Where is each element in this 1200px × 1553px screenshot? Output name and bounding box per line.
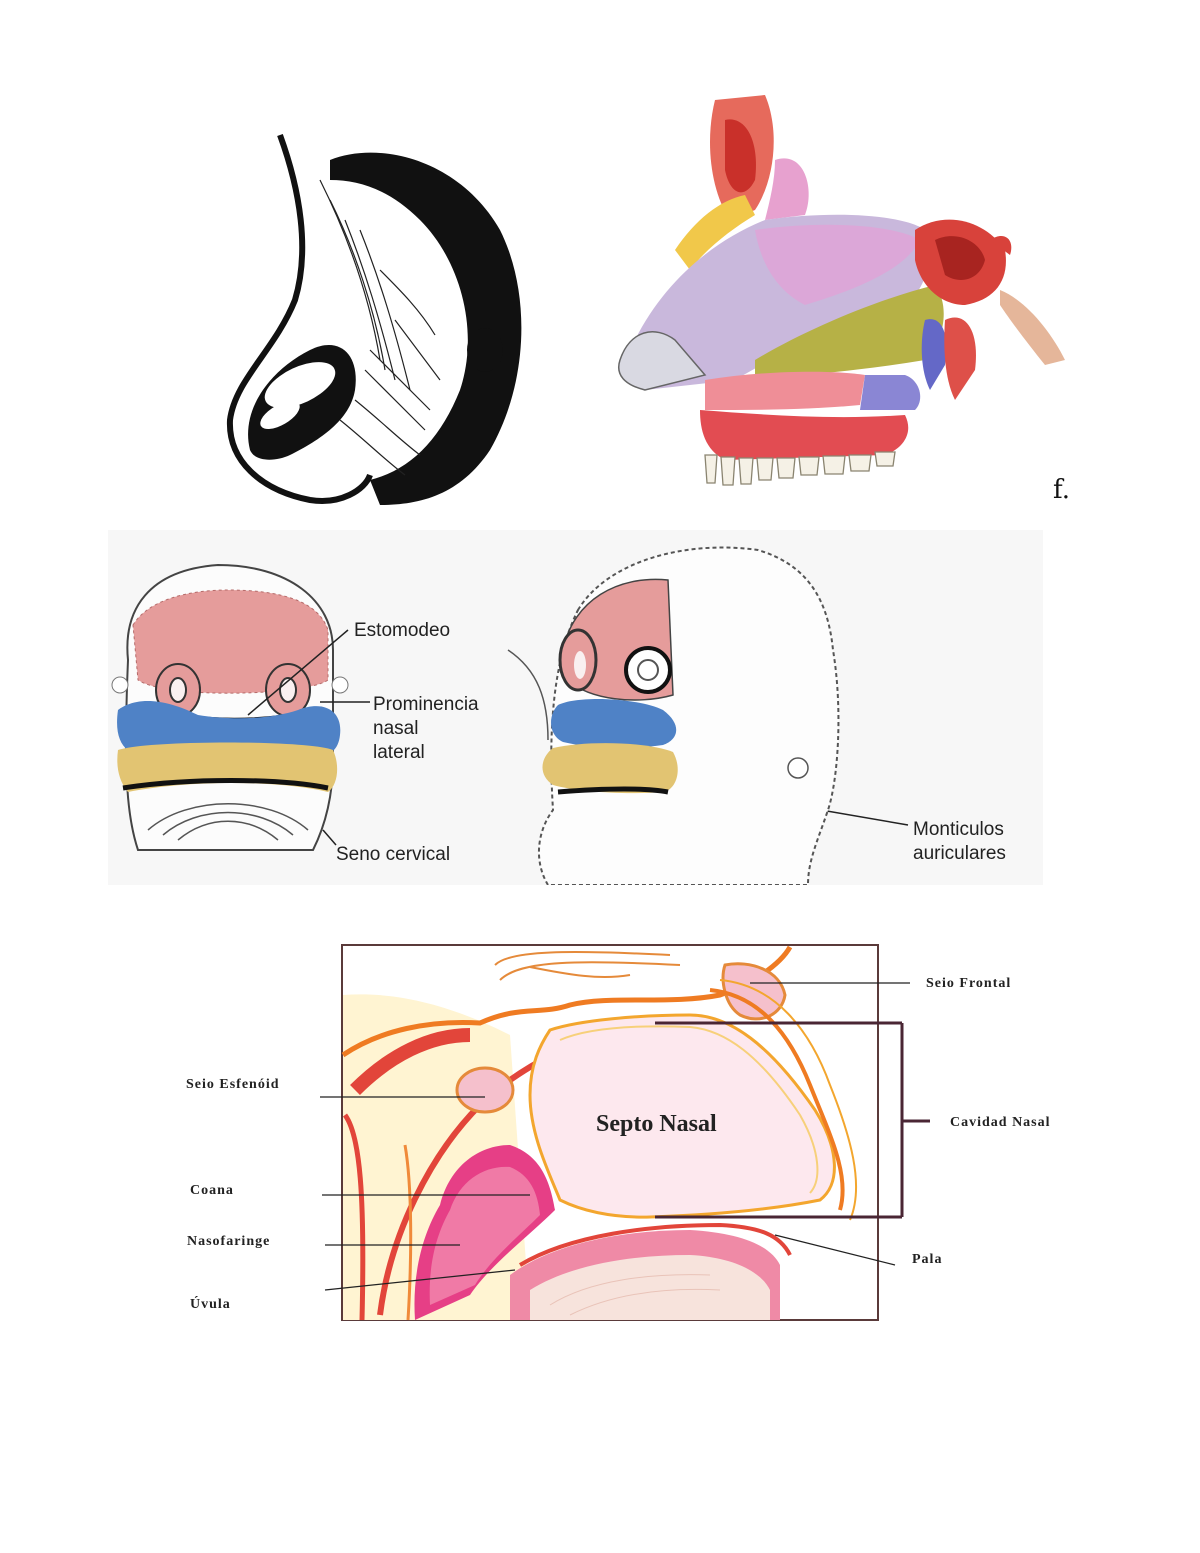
label-nasofaringe: Nasofaringe <box>187 1234 270 1249</box>
label-estomodeo: Estomodeo <box>354 620 450 641</box>
label-lateral: lateral <box>373 742 425 763</box>
nasal-anatomy-illustration: f. <box>605 90 1085 510</box>
label-seio-frontal: Seio Frontal <box>926 976 1011 991</box>
label-auriculares: auriculares <box>913 843 1006 864</box>
label-palato: Pala <box>912 1252 942 1267</box>
label-seno-cervical: Seno cervical <box>336 844 450 865</box>
label-prominencia: Prominencia <box>373 694 479 715</box>
label-septo-nasal: Septo Nasal <box>596 1111 717 1137</box>
embryo-face-panel: Estomodeo Prominencia nasal lateral Seno… <box>108 530 1043 885</box>
label-nasal: nasal <box>373 718 418 739</box>
label-monticulos: Monticulos <box>913 819 1004 840</box>
embryo-frontal-view <box>111 563 349 851</box>
label-coana: Coana <box>190 1183 234 1198</box>
artist-signature: f. <box>1053 475 1070 505</box>
label-cavidad-nasal: Cavidad Nasal <box>950 1115 1051 1130</box>
nose-sketch-illustration <box>180 120 550 510</box>
embryo-lateral-view <box>507 546 840 885</box>
nasal-cavity-diagram: Septo Nasal Seio Frontal Seio Esfenóid C… <box>150 935 1110 1335</box>
label-uvula: Úvula <box>190 1295 231 1312</box>
label-seio-esfenoid: Seio Esfenóid <box>186 1077 280 1092</box>
